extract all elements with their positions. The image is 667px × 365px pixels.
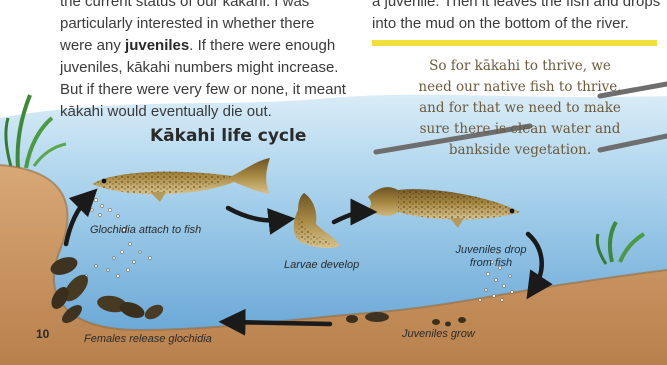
label-females-release: Females release glochidia: [84, 333, 212, 346]
emphasis-juveniles: juveniles: [125, 37, 189, 54]
label-juveniles-drop: Juveniles dropfrom fish: [445, 244, 537, 270]
pull-quote: So for kākahi to thrive, weneed our nati…: [390, 56, 650, 161]
label-glochidia-attach: Glochidia attach to fish: [90, 224, 201, 237]
page-number: 10: [36, 327, 49, 341]
body-paragraph-right: a juvenile. Then it leaves the fish and …: [372, 0, 662, 35]
yellow-divider: [372, 40, 657, 46]
label-juveniles-grow: Juveniles grow: [402, 328, 475, 341]
diagram-title: Kākahi life cycle: [150, 126, 306, 146]
body-paragraph-left: the current status of our kākahi. I wasp…: [60, 0, 350, 123]
label-larvae-develop: Larvae develop: [284, 259, 359, 272]
